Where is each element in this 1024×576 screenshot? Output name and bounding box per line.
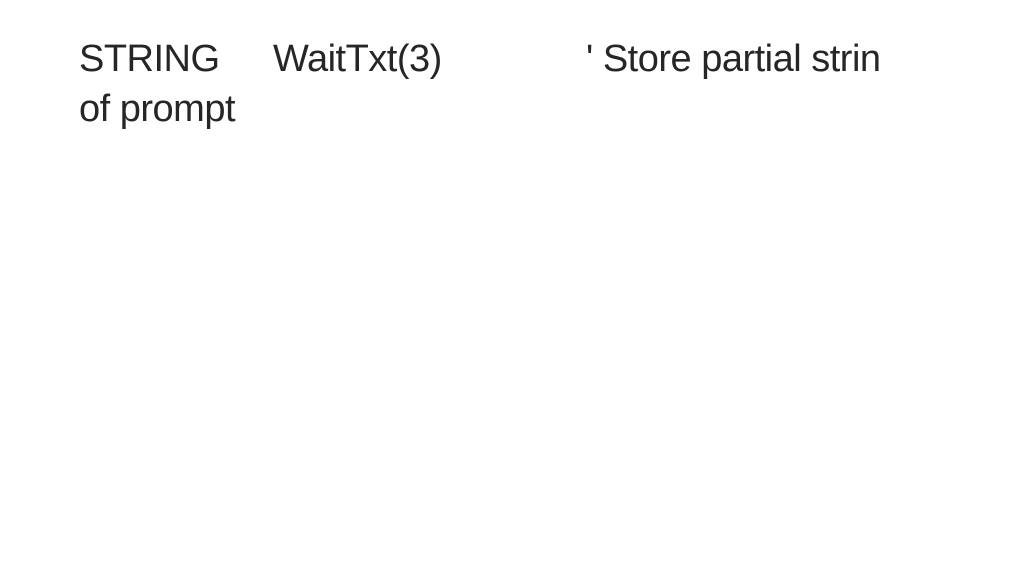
title-line-2: of prompt	[79, 88, 236, 130]
title-line-1: STRING WaitTxt(3) ' Store partial strin	[79, 34, 959, 84]
code-identifier: WaitTxt(3)	[273, 38, 442, 80]
code-keyword: STRING	[79, 38, 220, 80]
slide-title: STRING WaitTxt(3) ' Store partial strin of…	[79, 34, 959, 134]
code-comment: ' Store partial strin	[586, 38, 881, 80]
